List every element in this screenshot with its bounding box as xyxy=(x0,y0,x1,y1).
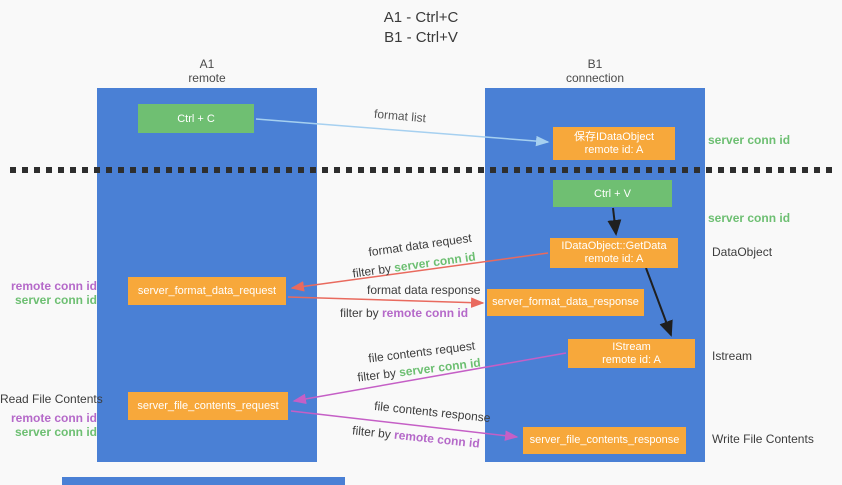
server-format-data-response-box: server_format_data_response xyxy=(487,289,644,316)
format-list-arrow xyxy=(255,118,550,147)
column-header-a1: A1 remote xyxy=(97,57,317,85)
write-file-contents-label: Write File Contents xyxy=(712,432,814,446)
getdata-title: IDataObject::GetData xyxy=(561,240,667,252)
remote-conn-id-text: remote conn id xyxy=(382,306,469,320)
server-conn-id-right-top: server conn id xyxy=(708,133,791,147)
column-header-b1: B1 connection xyxy=(485,57,705,85)
getdata-box: IDataObject::GetData remote id: A xyxy=(550,238,678,268)
file-contents-response-arrow xyxy=(290,410,519,441)
getdata-to-istream-arrow xyxy=(645,267,673,337)
title-line-1: A1 - Ctrl+C xyxy=(383,9,459,26)
diagram-title: A1 - Ctrl+C B1 - Ctrl+V xyxy=(0,8,842,48)
istream-side-label: Istream xyxy=(712,349,753,363)
file-contents-request-arrow xyxy=(292,352,567,405)
column-a1-subtitle: remote xyxy=(188,71,226,85)
column-a1-name: A1 xyxy=(199,57,215,71)
save-idataobject-remote-id: remote id: A xyxy=(584,143,644,156)
remote-conn-id-left-top: remote conn id xyxy=(10,279,97,293)
bottom-partial-column xyxy=(62,477,345,485)
remote-conn-id-left-bottom: remote conn id xyxy=(10,411,97,425)
format-data-response-arrow xyxy=(287,296,485,308)
getdata-remote-id: remote id: A xyxy=(584,253,644,265)
server-conn-id-left-top: server conn id xyxy=(14,293,97,307)
ctrl-v-box: Ctrl + V xyxy=(553,180,672,207)
server-file-contents-response-box: server_file_contents_response xyxy=(523,427,686,454)
server-conn-id-left-bottom: server conn id xyxy=(14,425,97,439)
ctrlv-to-getdata-arrow xyxy=(607,207,622,236)
dotted-separator-line xyxy=(10,167,832,173)
save-idataobject-title: 保存IDataObject xyxy=(573,130,655,143)
save-idataobject-box: 保存IDataObject remote id: A xyxy=(553,127,675,160)
filter-by-remote-conn-id-label-1: filter by remote conn id xyxy=(340,306,468,320)
read-file-contents-label: Read File Contents xyxy=(0,392,103,406)
server-file-contents-request-box: server_file_contents_request xyxy=(128,392,288,420)
column-b1-subtitle: connection xyxy=(565,71,625,85)
server-format-data-request-box: server_format_data_request xyxy=(128,277,286,305)
format-data-request-arrow xyxy=(290,252,549,292)
ctrl-c-box: Ctrl + C xyxy=(138,104,254,133)
column-b1-name: B1 xyxy=(587,57,603,71)
istream-title: IStream xyxy=(612,340,651,353)
istream-box: IStream remote id: A xyxy=(568,339,695,368)
istream-remote-id: remote id: A xyxy=(602,353,661,366)
title-line-2: B1 - Ctrl+V xyxy=(384,29,458,46)
format-data-response-label: format data response xyxy=(367,283,481,297)
server-conn-id-right-mid: server conn id xyxy=(708,211,791,225)
dataobject-label: DataObject xyxy=(712,245,773,259)
filter-by-text: filter by xyxy=(340,306,383,320)
